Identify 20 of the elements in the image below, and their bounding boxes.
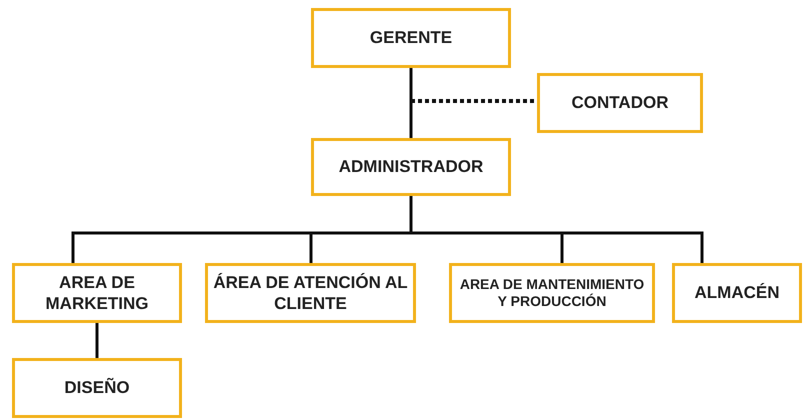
connector-line xyxy=(410,68,412,138)
org-box xyxy=(537,73,703,133)
org-box xyxy=(311,8,511,68)
box-label: ALMACÉN xyxy=(694,282,780,304)
box-label: AREA DE MARKETING xyxy=(44,272,150,314)
box-label: AREA DE MANTENIMIENTO Y PRODUCCIÓN xyxy=(458,276,646,310)
box-label: CONTADOR xyxy=(572,92,668,114)
org-box xyxy=(12,263,182,323)
org-box xyxy=(672,263,802,323)
org-box xyxy=(205,263,416,323)
org-box xyxy=(12,358,182,418)
org-box xyxy=(311,138,511,196)
box-label: DISEÑO xyxy=(64,377,130,399)
box-label: ADMINISTRADOR xyxy=(338,156,484,178)
org-box xyxy=(449,263,655,323)
dashed-connector xyxy=(411,99,537,103)
box-label: ÁREA DE ATENCIÓN AL CLIENTE xyxy=(212,272,409,314)
box-label: GERENTE xyxy=(370,27,452,49)
connector-line xyxy=(96,323,98,358)
connector-line xyxy=(410,196,704,263)
